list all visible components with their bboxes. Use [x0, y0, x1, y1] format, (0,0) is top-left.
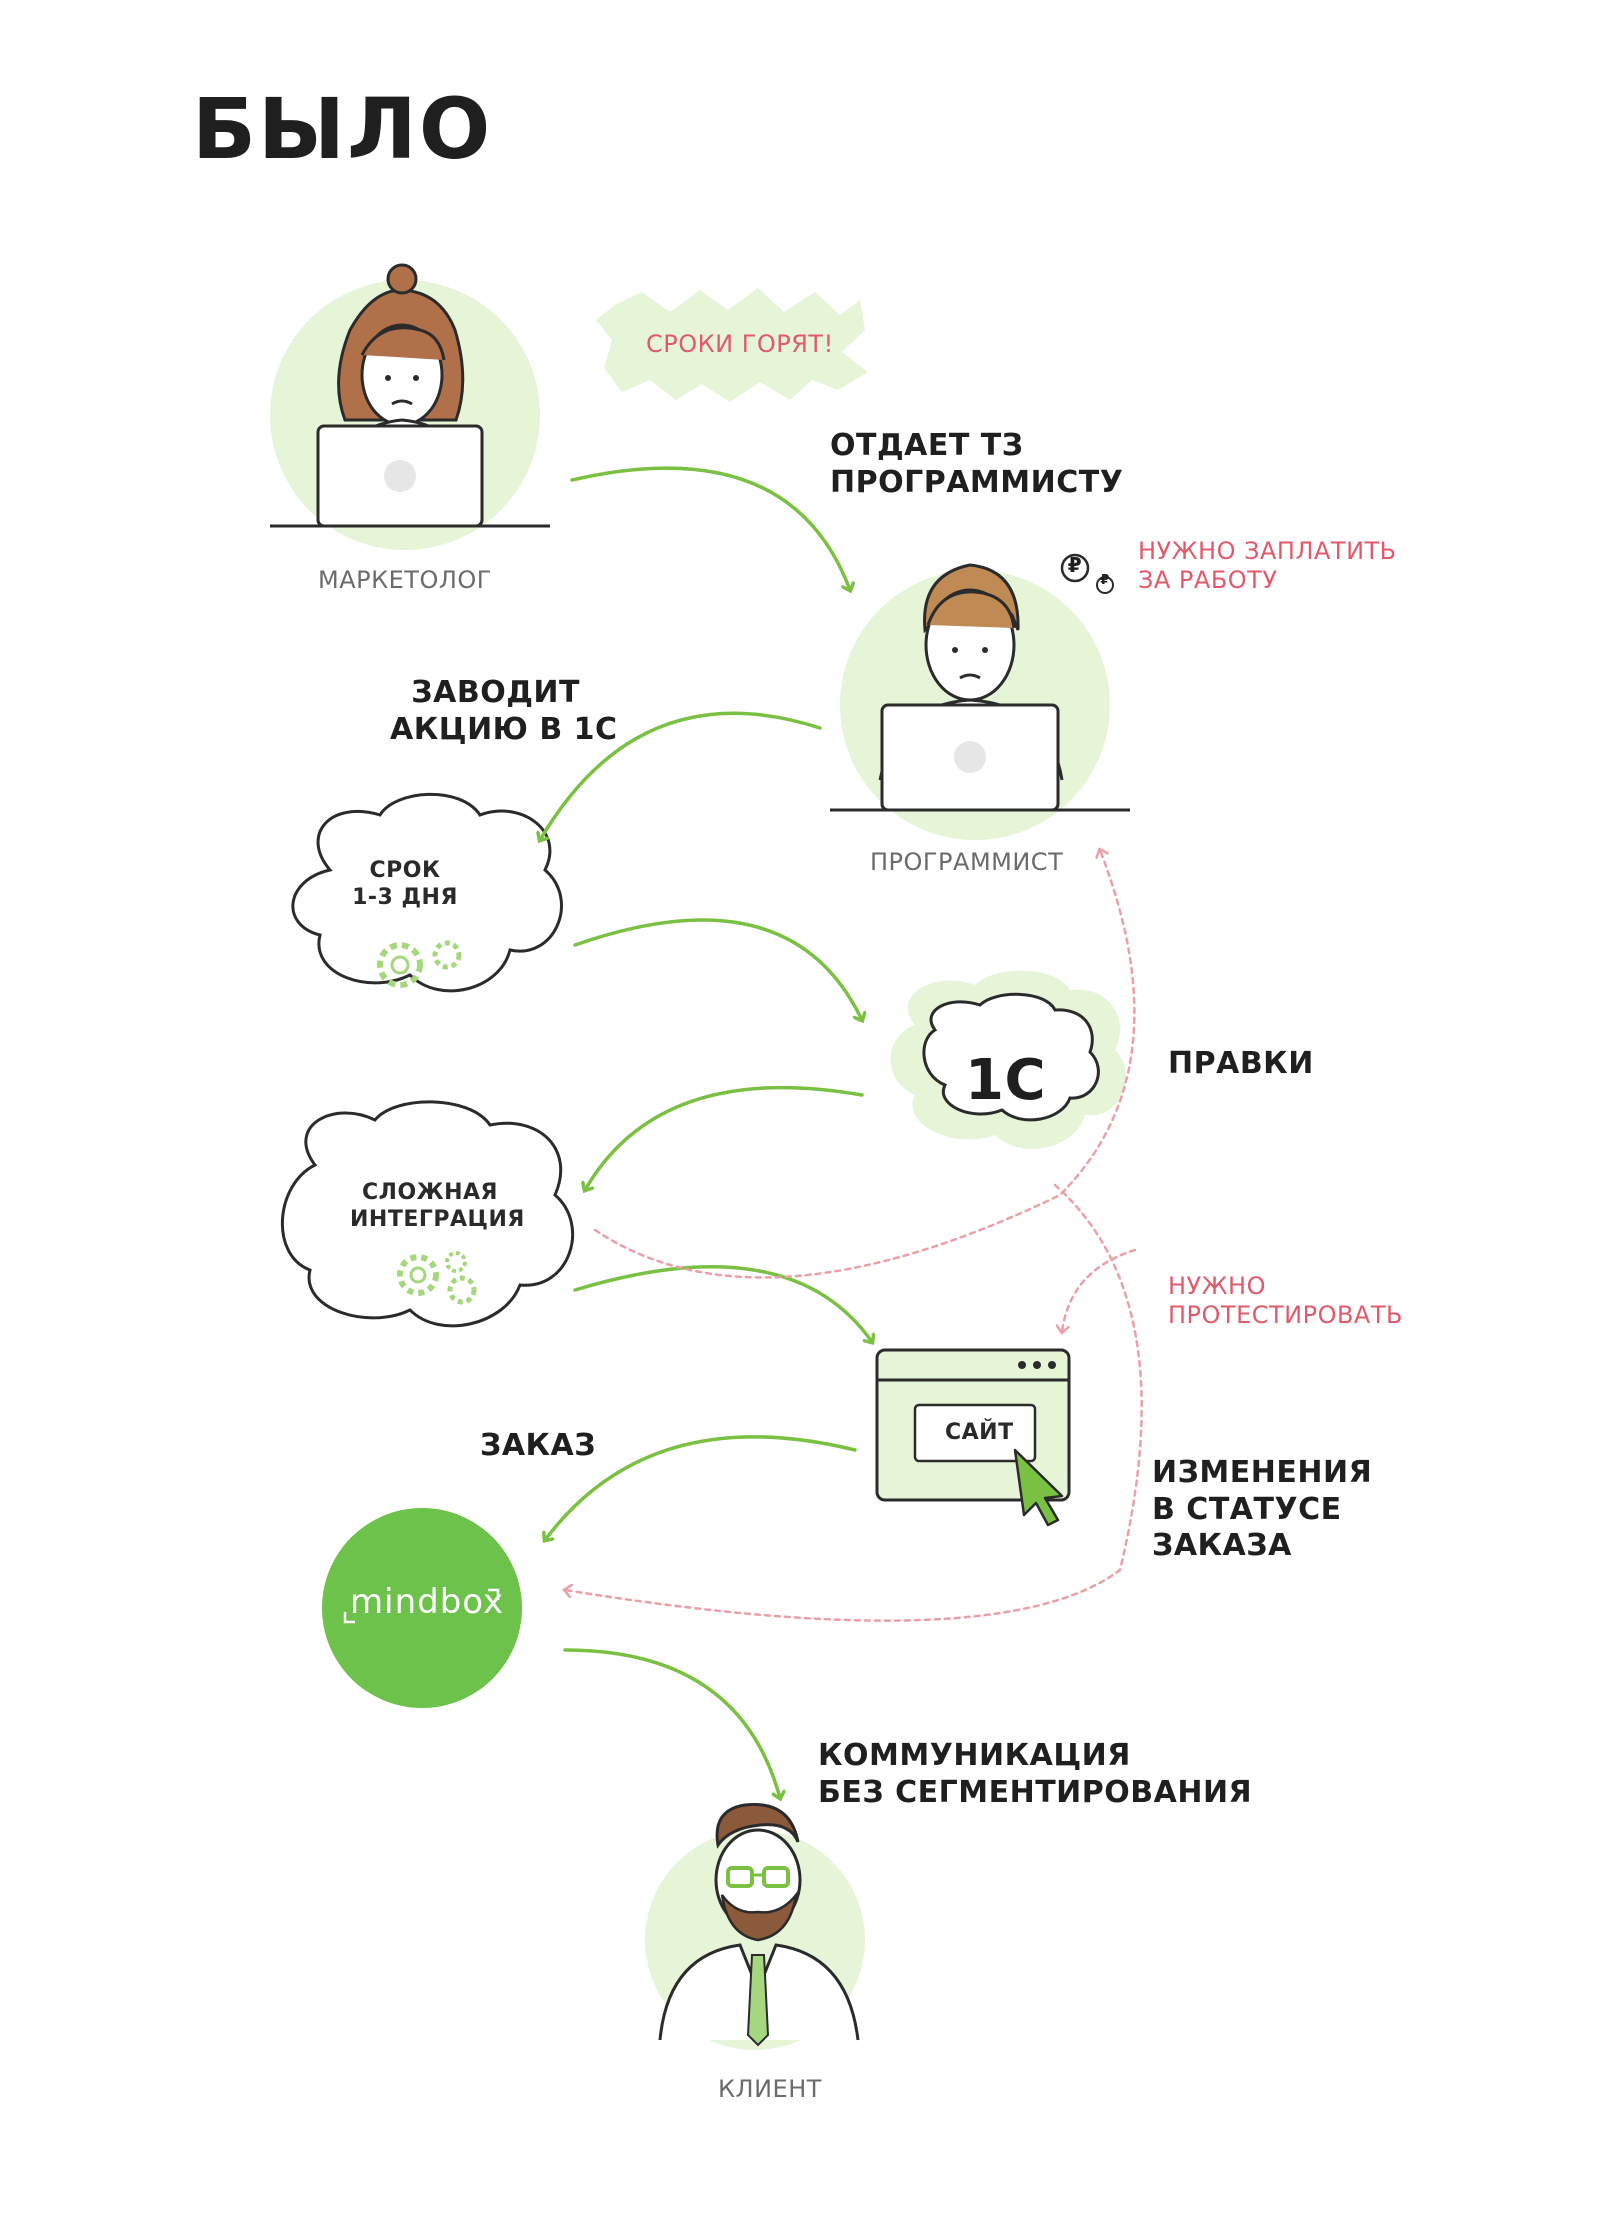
arrow-term-to-onec: [573, 918, 862, 1020]
term-cloud-label: СРОК 1-3 ДНЯ: [352, 858, 458, 910]
step-edits: ПРАВКИ: [1168, 1046, 1314, 1081]
arrow-mindbox-to-client: [563, 1648, 780, 1798]
feedback-arrows: [565, 850, 1143, 1622]
deadline-bubble-text: СРОКИ ГОРЯТ!: [646, 330, 834, 358]
arrow-integration-to-site: [573, 1265, 872, 1342]
client-illustration: [645, 1802, 865, 2050]
arrow-programmer-to-term: [540, 711, 822, 840]
onec-label: 1С: [965, 1048, 1047, 1113]
integration-cloud: [280, 1100, 574, 1328]
arrow-edits-loop: [593, 850, 1136, 1279]
arrow-site-to-mindbox: [545, 1435, 857, 1540]
integration-cloud-label: СЛОЖНАЯ ИНТЕГРАЦИЯ: [350, 1180, 525, 1232]
note-pay-for-work: НУЖНО ЗАПЛАТИТЬ ЗА РАБОТУ: [1138, 537, 1397, 595]
step-status-change: ИЗМЕНЕНИЯ В СТАТУСЕ ЗАКАЗА: [1152, 1455, 1373, 1564]
ruble-coin-large: ₽: [1067, 553, 1083, 577]
programmer-caption: ПРОГРАММИСТ: [870, 848, 1064, 876]
step-enter-promo: ЗАВОДИТ АКЦИЮ В 1С: [390, 675, 618, 747]
arrow-status-change-loop: [565, 1183, 1143, 1622]
site-window: [875, 1348, 1071, 1527]
note-need-testing: НУЖНО ПРОТЕСТИРОВАТЬ: [1168, 1272, 1403, 1330]
marketer-caption: МАРКЕТОЛОГ: [318, 566, 492, 594]
site-label: САЙТ: [945, 1420, 1014, 1445]
programmer-illustration: [830, 553, 1130, 840]
step-communication: КОММУНИКАЦИЯ БЕЗ СЕГМЕНТИРОВАНИЯ: [818, 1738, 1253, 1810]
step-order: ЗАКАЗ: [480, 1428, 597, 1463]
arrow-onec-to-integration: [585, 1085, 864, 1190]
arrow-marketer-to-programmer: [570, 466, 850, 590]
marketer-illustration: [270, 263, 550, 550]
mindbox-logo-text: mindbox: [350, 1582, 505, 1622]
page-title: БЫЛО: [192, 80, 493, 178]
step-give-spec: ОТДАЕТ ТЗ ПРОГРАММИСТУ: [830, 428, 1124, 500]
term-cloud: [291, 792, 563, 993]
arrow-test-loop: [1062, 1248, 1137, 1332]
onec-cloud: [890, 970, 1127, 1149]
mindbox-node: [322, 1508, 522, 1708]
ruble-coin-small: ₽: [1100, 573, 1110, 588]
flow-arrows: [540, 466, 872, 1798]
bubble-shape: [596, 288, 868, 402]
client-caption: КЛИЕНТ: [718, 2075, 822, 2103]
